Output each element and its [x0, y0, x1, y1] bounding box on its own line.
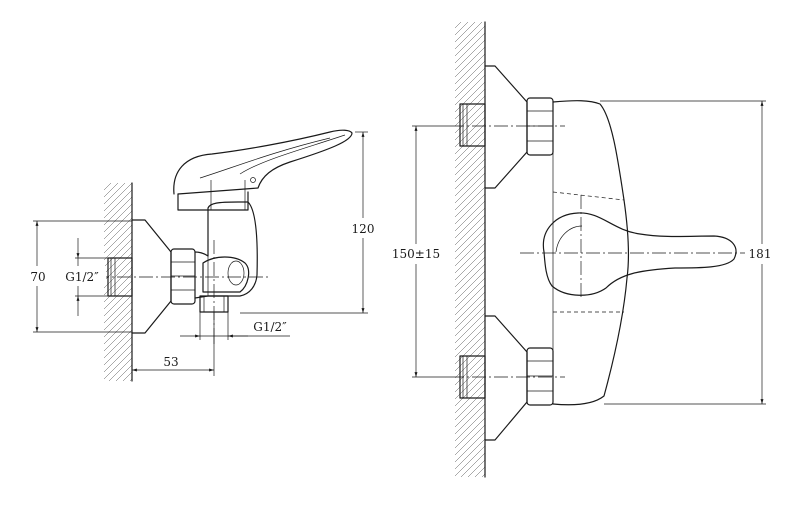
side-cartridge-cap [177, 191, 249, 211]
side-faucet-body [194, 201, 258, 299]
dim-front-centers: 150±15 [392, 247, 440, 261]
front-view: 150±15 181 [388, 21, 774, 478]
front-lever-handle [542, 212, 737, 296]
side-outlet-tail [202, 256, 250, 293]
dim-side-outlet-thread: G1/2″ [253, 320, 287, 334]
side-hex-nut [170, 248, 196, 305]
side-view: 70 G1/2″ 120 53 G1/2″ [28, 129, 377, 382]
dim-side-width: 70 [30, 270, 45, 284]
dim-side-inlet-thread: G1/2″ [65, 270, 99, 284]
side-wall-hatch [104, 183, 132, 381]
side-lever-handle [173, 129, 353, 195]
dim-side-height: 120 [352, 222, 375, 236]
front-faucet-body [552, 100, 630, 406]
front-wall-hatch [455, 22, 485, 477]
side-escutcheon [131, 219, 172, 334]
dim-side-depth: 53 [163, 355, 178, 369]
dim-front-total-height: 181 [749, 247, 772, 261]
